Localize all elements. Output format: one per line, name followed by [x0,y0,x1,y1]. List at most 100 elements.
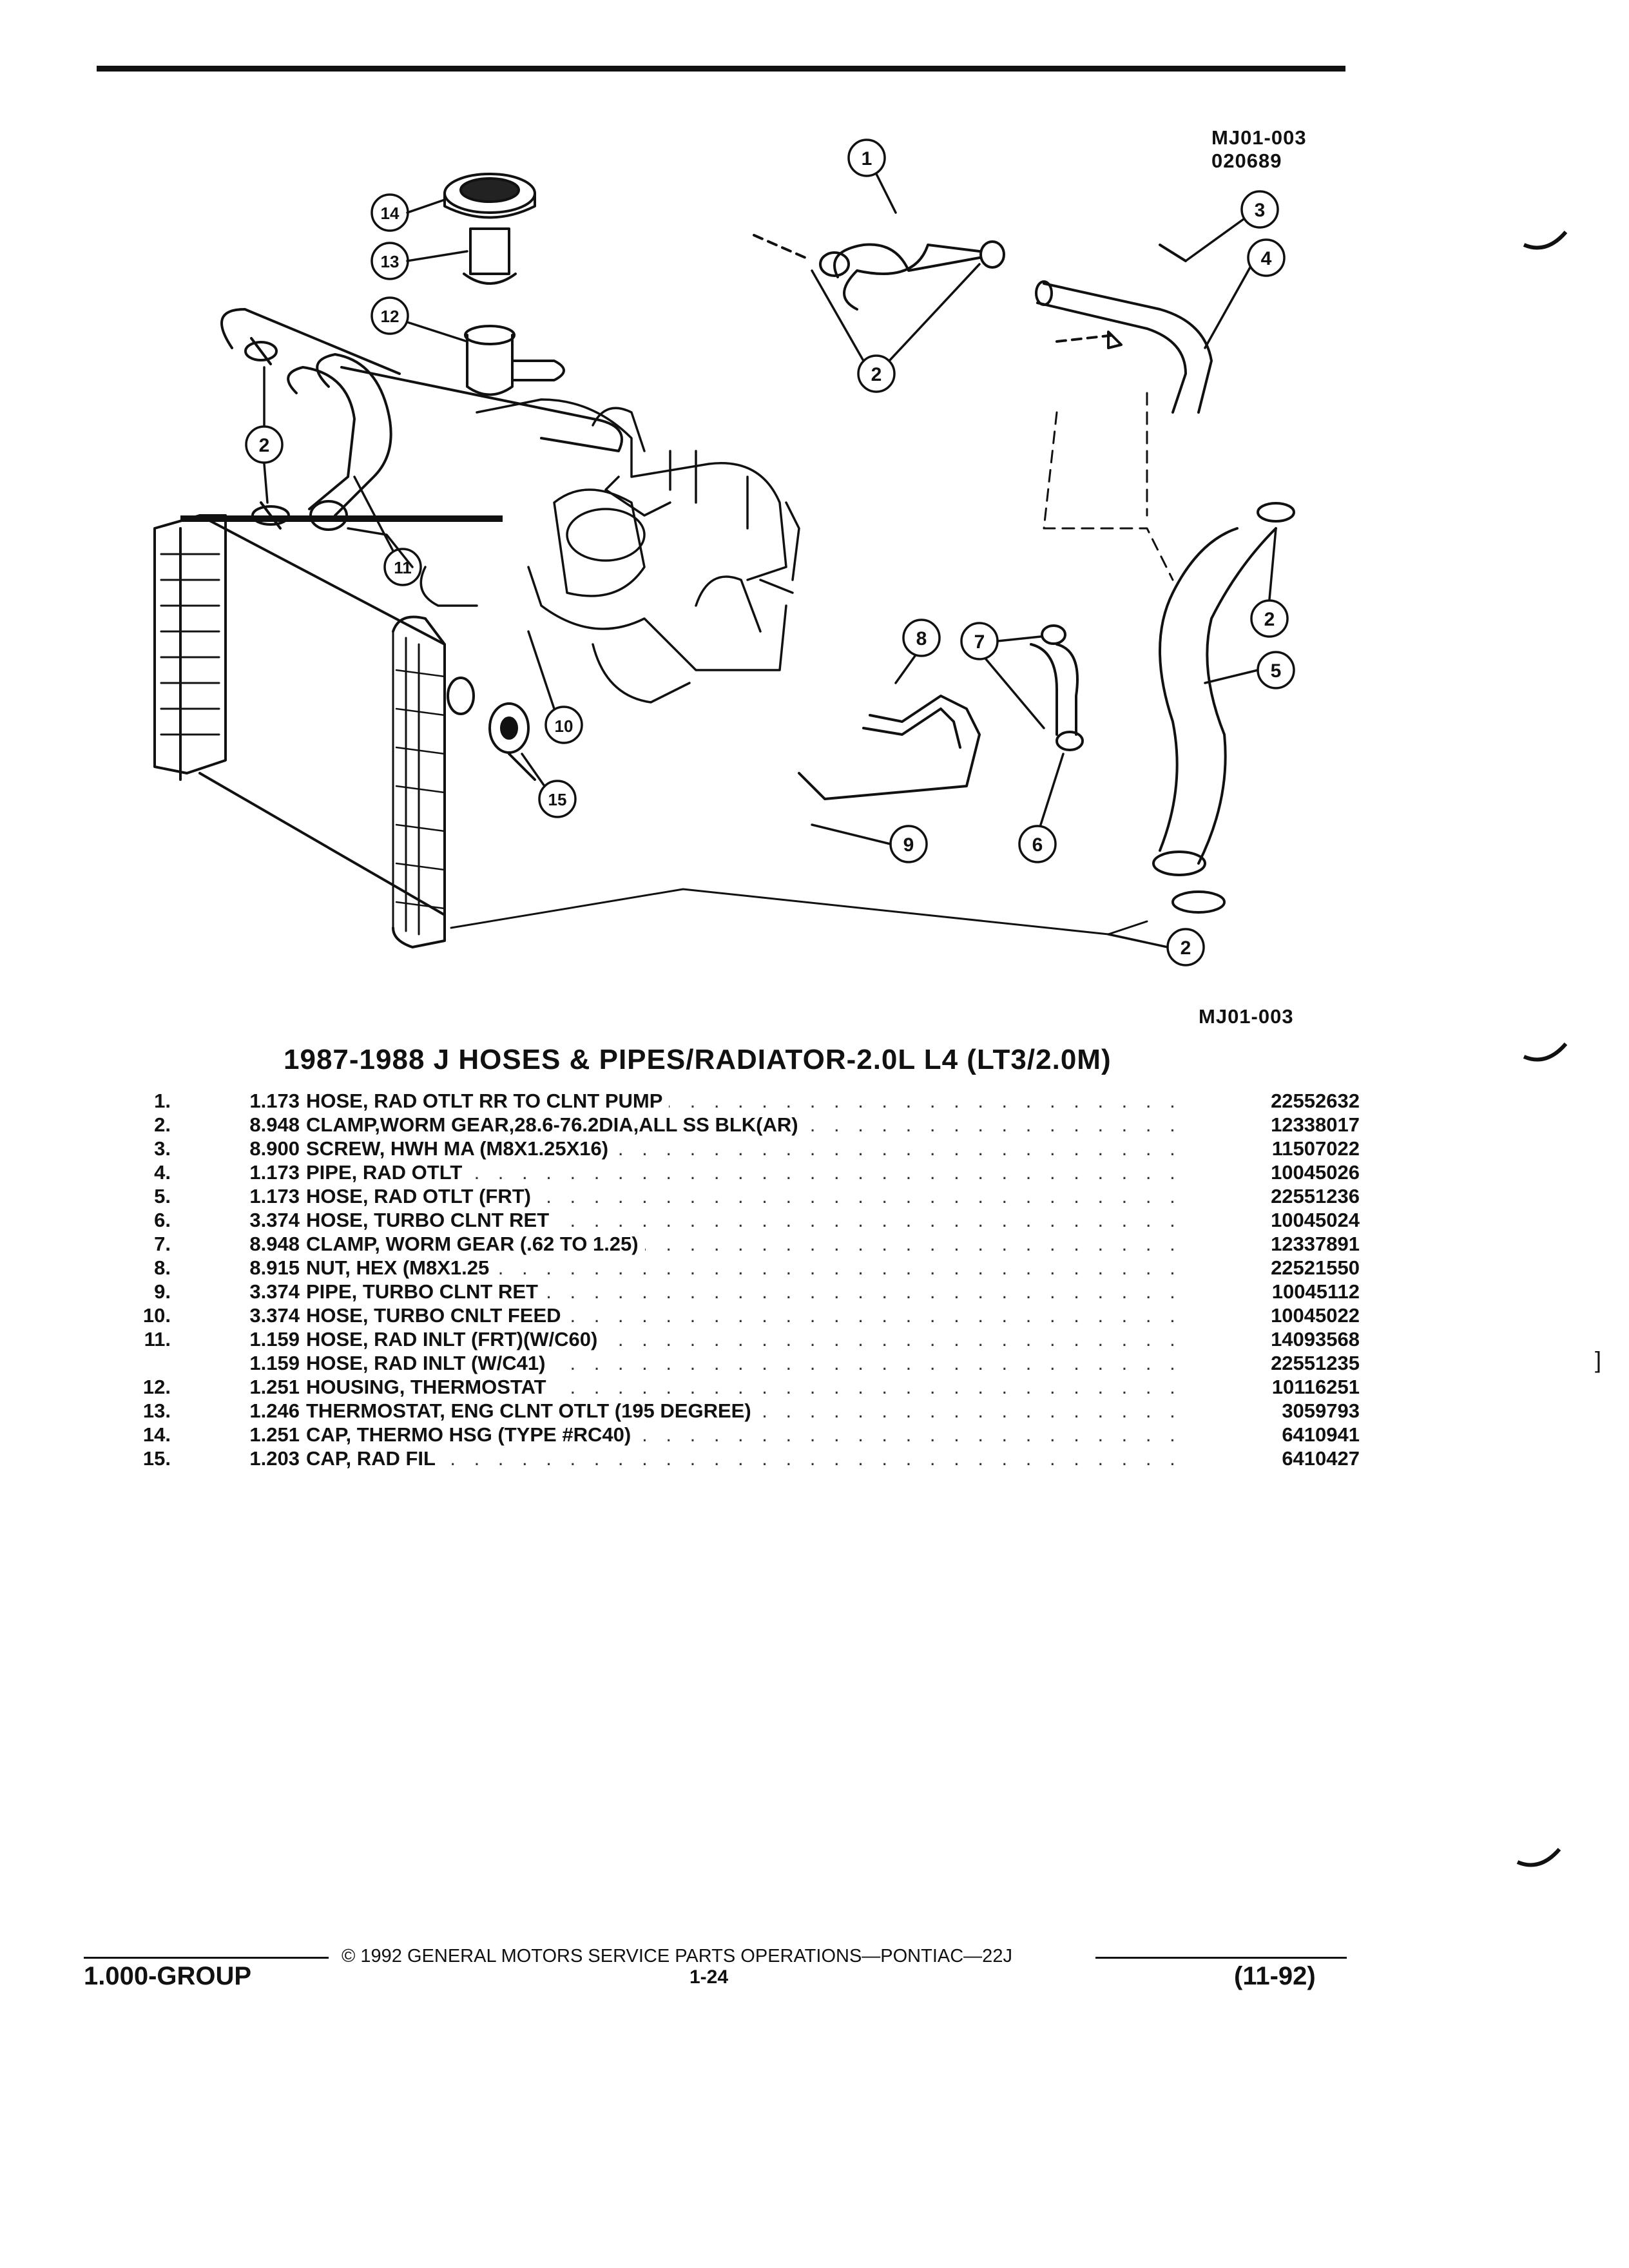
part-number: 22521550 [1271,1256,1360,1279]
callout-7: 7 [960,622,1045,729]
description: . . . . . . . . . . . . . . . . . . . . … [306,1209,1189,1231]
part-number: 12337891 [1271,1233,1360,1255]
svg-text:6: 6 [1032,834,1043,856]
description: . . . . . . . . . . . . . . . . . . . . … [306,1447,1189,1470]
callout-11: 11 [353,476,422,586]
parts-row: 13.1.246. . . . . . . . . . . . . . . . … [116,1399,1360,1423]
copyright: © 1992 GENERAL MOTORS SERVICE PARTS OPER… [342,1946,1012,1966]
parts-row: 14.1.251. . . . . . . . . . . . . . . . … [116,1423,1360,1446]
exploded-diagram: 1 2 2 2 2 3 4 5 6 7 8 9 10 11 12 13 14 1… [153,139,1295,966]
item-number: 12. [142,1376,171,1398]
part-number: 10045026 [1271,1161,1360,1184]
callout-12: 12 [371,296,468,343]
rad-cap [488,702,536,781]
radiator [153,514,503,948]
description: . . . . . . . . . . . . . . . . . . . . … [306,1161,1189,1184]
callout-8: 8 [894,619,941,684]
part-detail: , TURBO CLNT RET [362,1209,550,1231]
svg-text:8: 8 [916,628,927,649]
part-name: SCREW [306,1137,380,1160]
part-number: 10045022 [1271,1304,1360,1327]
parts-row: 5.1.173. . . . . . . . . . . . . . . . .… [116,1184,1360,1208]
part-name: HOUSING [306,1376,400,1398]
binding-mark [1523,231,1568,250]
svg-text:14: 14 [381,204,400,223]
callout-10: 10 [527,630,583,744]
part-number: 10116251 [1271,1376,1360,1398]
pipe-rad-otlt [1035,244,1213,414]
part-name: HOSE [306,1185,363,1207]
parts-row: 7.8.948. . . . . . . . . . . . . . . . .… [116,1232,1360,1256]
description: . . . . . . . . . . . . . . . . . . . . … [306,1399,1189,1422]
date-code-text: 020689 [1211,149,1282,172]
item-number: 8. [154,1256,171,1279]
part-number: 6410941 [1282,1423,1360,1446]
svg-text:2: 2 [1264,609,1275,630]
svg-text:1: 1 [862,148,872,169]
part-name: HOSE [306,1328,363,1350]
part-detail: , THERMO HSG (TYPE #RC40) [345,1423,631,1446]
parts-row: 1.159. . . . . . . . . . . . . . . . . .… [116,1351,1360,1375]
item-number: 9. [154,1280,171,1303]
group-number: 1.159 [249,1328,300,1350]
part-number: 22551236 [1271,1185,1360,1207]
callout-3: 3 [1184,190,1279,262]
page-number: 1-24 [689,1966,729,1988]
item-number: 1. [154,1090,171,1112]
item-number: 15. [142,1447,171,1470]
part-name: PIPE [306,1161,352,1184]
return-line [450,392,1174,936]
ref-code: MJ01-003 020689 [1211,126,1307,173]
parts-row: 2.8.948. . . . . . . . . . . . . . . . .… [116,1113,1360,1137]
callout-6: 6 [1018,753,1065,863]
part-number: 6410427 [1282,1447,1360,1470]
callout-2b: 2 [245,366,284,504]
part-name: CLAMP [306,1113,375,1136]
part-detail: , ENG CLNT OTLT (195 DEGREE) [439,1399,751,1422]
item-number: 6. [154,1209,171,1231]
parts-row: 6.3.374. . . . . . . . . . . . . . . . .… [116,1208,1360,1232]
group-number: 1.246 [249,1399,300,1422]
part-number: 3059793 [1282,1399,1360,1422]
part-name: HOSE [306,1209,363,1231]
figure-code: MJ01-003 [1199,1005,1294,1028]
part-number: 14093568 [1271,1328,1360,1350]
footer-rule-left [84,1957,329,1959]
svg-text:5: 5 [1271,660,1282,682]
svg-text:10: 10 [555,716,574,736]
svg-text:9: 9 [903,834,914,856]
page-title: 1987-1988 J HOSES & PIPES/RADIATOR-2.0L … [284,1044,1112,1075]
part-detail: , TURBO CNLT FEED [362,1304,561,1327]
parts-row: 4.1.173. . . . . . . . . . . . . . . . .… [116,1160,1360,1184]
description: . . . . . . . . . . . . . . . . . . . . … [306,1137,1189,1160]
svg-text:2: 2 [1181,937,1191,959]
part-number: 22552632 [1271,1090,1360,1112]
hose-1 [753,234,1005,311]
part-name: PIPE [306,1280,352,1303]
item-number: 4. [154,1161,171,1184]
thermostat-assembly [443,173,565,396]
group-number: 1.173 [249,1090,300,1112]
description: . . . . . . . . . . . . . . . . . . . . … [306,1090,1189,1112]
part-detail: , HEX (M8X1.25 [345,1256,490,1279]
description: . . . . . . . . . . . . . . . . . . . . … [306,1233,1189,1255]
group-label: 1.000-GROUP [84,1962,252,1990]
description: . . . . . . . . . . . . . . . . . . . . … [306,1352,1189,1374]
svg-text:4: 4 [1261,248,1272,269]
callout-2: 2 [811,263,981,393]
item-number: 3. [154,1137,171,1160]
description: . . . . . . . . . . . . . . . . . . . . … [306,1376,1189,1398]
item-number: 10. [142,1304,171,1327]
part-name: CAP [306,1447,346,1470]
group-number: 8.915 [249,1256,300,1279]
parts-list: 1. 1.173 . . . . . . . . . . . . . . . . .… [116,1089,1360,1470]
group-number: 1.251 [249,1376,300,1398]
part-name: HOSE [306,1352,363,1374]
ref-code-text: MJ01-003 [1211,126,1307,149]
part-number: 10045024 [1271,1209,1360,1231]
group-number: 8.900 [249,1137,300,1160]
binding-mark [1516,1848,1561,1867]
callout-15: 15 [521,753,577,818]
svg-text:12: 12 [381,307,400,326]
part-detail: , RAD OTLT (FRT) [362,1185,531,1207]
